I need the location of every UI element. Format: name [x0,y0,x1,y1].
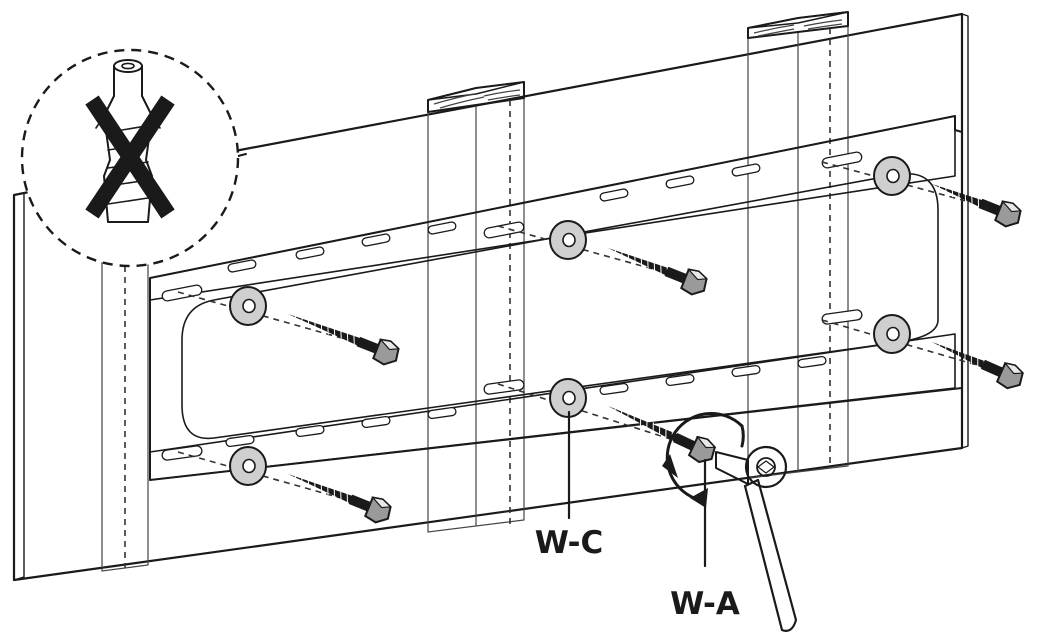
guide-line [177,451,363,505]
callout-label-lag-bolt: W-A [670,586,740,622]
mounting-plate [149,115,963,481]
lag-bolt-icon [288,311,400,366]
washers [177,156,995,505]
callout-label-washer: W-C [535,525,603,561]
washer-icon [873,156,911,196]
prohibition-x-icon [85,95,175,219]
guide-line [497,383,687,445]
stud-top-right [747,11,849,39]
lag-bolt-icon [932,182,1022,228]
lag-bolt-icon [608,404,717,464]
lag-bolt-icon [608,246,708,296]
callout-washer: W-C [535,410,603,561]
guide-line [497,225,679,277]
socket-wrench-icon [715,445,798,632]
lag-bolt-icon [288,472,392,524]
stud-top-middle [427,81,525,113]
do-not-use-wall-anchor-icon [20,48,247,268]
stud-centerlines [124,28,831,568]
rotate-clockwise-icon [662,411,745,508]
guide-line [821,319,995,371]
guide-line [177,291,371,347]
lag-bolts [288,182,1025,524]
washer-icon [229,446,267,486]
lag-bolt-icon [932,340,1025,390]
rail-slots [161,151,863,461]
washer-icon [549,220,587,260]
callout-lag-bolt: W-A [670,458,740,622]
washer-icon [229,286,267,326]
washer-icon [549,378,587,418]
washer-icon [873,314,911,354]
